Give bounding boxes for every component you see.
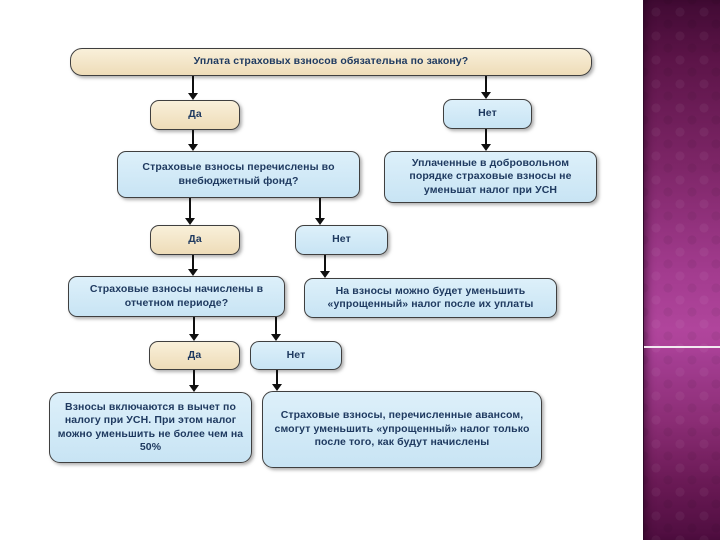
- flow-node-label: Да: [188, 108, 202, 121]
- flow-node-no-3: Нет: [250, 341, 342, 370]
- flow-node-yes-2: Да: [150, 225, 240, 255]
- flow-node-label: Страховые взносы начислены в отчетном пе…: [89, 283, 264, 309]
- flow-node-label: Уплата страховых взносов обязательна по …: [193, 55, 469, 68]
- flow-arrow-q3-no3: [270, 317, 282, 341]
- flow-node-label: Взносы включаются в вычет по налогу при …: [57, 400, 244, 454]
- flow-node-label: Страховые взносы перечислены во внебюдже…: [142, 161, 335, 187]
- accent-strip: [643, 0, 720, 540]
- flow-node-label: Да: [188, 233, 202, 246]
- flow-arrow-q3-yes3: [188, 317, 200, 341]
- flow-arrow-no2-info2: [319, 255, 331, 278]
- flow-node-question-law: Уплата страховых взносов обязательна по …: [70, 48, 592, 76]
- flow-node-info-voluntary: Уплаченные в добровольном порядке страхо…: [384, 151, 597, 203]
- flow-arrow-yes2-q3: [187, 255, 199, 276]
- flow-node-label: Уплаченные в добровольном порядке страхо…: [409, 156, 572, 196]
- flow-arrow-q2-yes2: [184, 198, 196, 225]
- flow-node-label: Нет: [286, 348, 306, 361]
- flow-node-yes-1: Да: [150, 100, 240, 130]
- flow-node-no-2: Нет: [295, 225, 388, 255]
- flow-node-question-transferred: Страховые взносы перечислены во внебюдже…: [117, 151, 360, 198]
- flow-node-result-advance: Страховые взносы, перечисленные авансом,…: [262, 391, 542, 468]
- flow-node-info-after-payment: На взносы можно будет уменьшить «упрощен…: [304, 278, 557, 318]
- flow-node-label: Нет: [332, 233, 351, 246]
- accent-strip-divider: [644, 346, 720, 348]
- flow-node-yes-3: Да: [149, 341, 240, 370]
- flow-node-no-1: Нет: [443, 99, 532, 129]
- flow-node-label: Да: [187, 348, 202, 361]
- flow-node-label: Страховые взносы, перечисленные авансом,…: [274, 409, 530, 449]
- flow-arrow-yes3-result1: [188, 370, 200, 392]
- flow-node-result-deduction: Взносы включаются в вычет по налогу при …: [49, 392, 252, 463]
- flow-node-label: На взносы можно будет уменьшить «упрощен…: [327, 284, 534, 311]
- flow-arrow-q2-no2: [314, 198, 326, 225]
- flow-arrow-q1-no1: [480, 76, 492, 99]
- flow-node-question-accrued: Страховые взносы начислены в отчетном пе…: [68, 276, 285, 317]
- flow-arrow-yes1-q2: [187, 130, 199, 151]
- flow-arrow-q1-yes1: [187, 76, 199, 100]
- flow-arrow-no3-result2: [271, 370, 283, 391]
- flow-arrow-no1-info1: [480, 129, 492, 151]
- flow-node-label: Нет: [478, 107, 497, 120]
